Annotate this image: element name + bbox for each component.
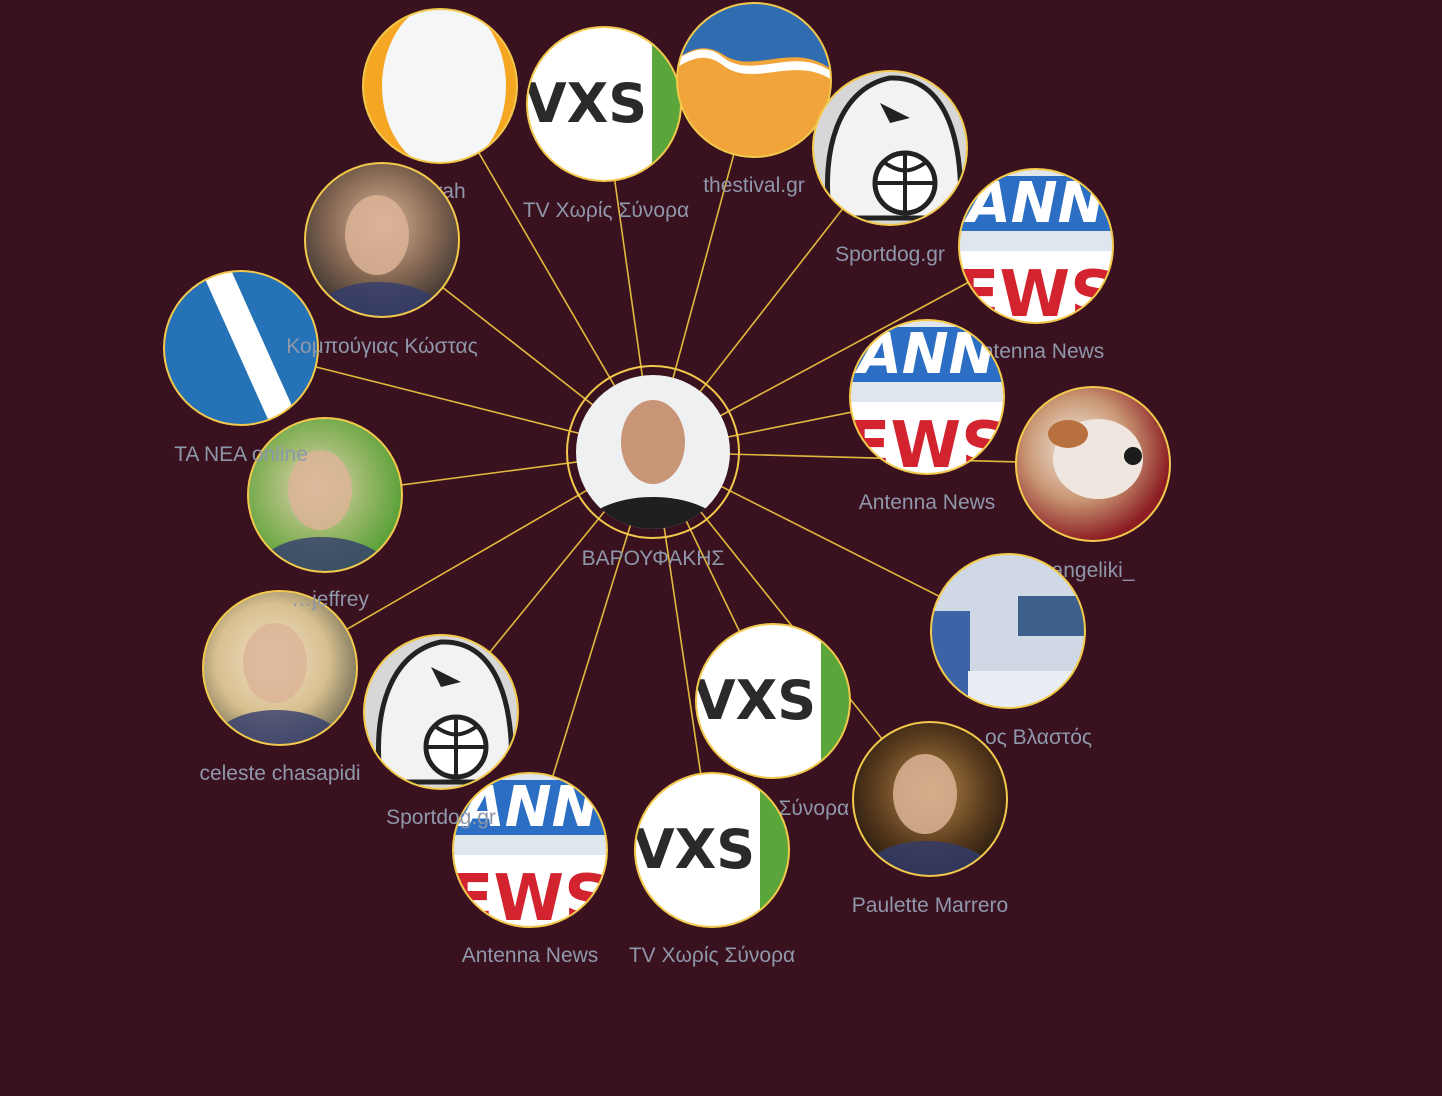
- svg-text:EWS: EWS: [450, 862, 610, 936]
- node-label: Antenna News: [462, 944, 599, 967]
- node-label: Paulette Marrero: [852, 894, 1008, 917]
- node-border: [1015, 386, 1171, 542]
- node-border: [202, 590, 358, 746]
- node-label: …ος Βλαστός: [964, 726, 1092, 749]
- node-border: [958, 168, 1114, 324]
- graph-node[interactable]: [363, 634, 519, 790]
- node-border: [852, 721, 1008, 877]
- graph-node[interactable]: VXS: [633, 772, 790, 928]
- center-node-label: ΒΑΡΟΥΦΑΚΗΣ: [582, 547, 725, 570]
- node-border: [634, 772, 790, 928]
- svg-text:VXS: VXS: [525, 72, 647, 135]
- graph-node[interactable]: [852, 721, 1008, 877]
- graph-node[interactable]: [362, 2, 518, 170]
- graph-node[interactable]: [676, 2, 832, 158]
- dog-cartoon-avatar-icon: [364, 635, 518, 789]
- svg-text:VXS: VXS: [694, 669, 816, 732]
- node-border: [812, 70, 968, 226]
- vxs-avatar-icon: VXS: [694, 624, 850, 778]
- node-border: [247, 417, 403, 573]
- graph-node[interactable]: VXS: [694, 623, 851, 779]
- node-border: [930, 553, 1086, 709]
- node-border: [695, 623, 851, 779]
- node-label: thestival.gr: [703, 174, 805, 197]
- graph-node[interactable]: ANN EWS: [956, 168, 1116, 332]
- node-label: angeliki_: [1052, 559, 1135, 582]
- graph-node[interactable]: VXS: [525, 26, 682, 182]
- svg-text:VXS: VXS: [633, 818, 755, 881]
- blue-stripe-avatar-icon: [164, 271, 318, 425]
- node-border: [163, 270, 319, 426]
- svg-text:ANN: ANN: [963, 171, 1104, 236]
- orange-white-avatar-icon: [363, 9, 517, 163]
- center-avatar-icon: [576, 375, 730, 529]
- node-label: celeste chasapidi: [199, 762, 360, 785]
- node-label: Sportdog.gr: [835, 243, 945, 266]
- dog-cartoon-avatar-icon: [813, 71, 967, 225]
- node-label: Κομπούγιας Κώστας: [286, 335, 478, 358]
- node-label: …jeffrey: [291, 588, 369, 611]
- node-border: [849, 319, 1005, 475]
- person-avatar-icon: [853, 722, 1007, 876]
- graph-node[interactable]: [304, 162, 460, 318]
- svg-text:EWS: EWS: [956, 258, 1116, 332]
- graph-node[interactable]: [1015, 386, 1171, 542]
- graph-node[interactable]: [247, 417, 403, 573]
- graph-node[interactable]: [812, 70, 968, 226]
- node-border: [452, 772, 608, 928]
- node-label: Sportdog.gr: [386, 806, 496, 829]
- node-label: TV Χωρίς Σύνορα: [629, 944, 795, 967]
- node-label: Antenna News: [968, 340, 1105, 363]
- node-label: TV Χωρίς Σύνορα: [523, 199, 689, 222]
- svg-text:EWS: EWS: [847, 409, 1007, 483]
- node-border: [363, 634, 519, 790]
- node-label: Antenna News: [859, 491, 996, 514]
- center-node-border: [566, 365, 740, 539]
- center-node[interactable]: ΒΑΡΟΥΦΑΚΗΣ: [563, 362, 743, 570]
- dog-avatar-icon: [1016, 387, 1170, 541]
- graph-node[interactable]: [202, 590, 358, 746]
- node-border: [362, 8, 518, 164]
- node-label: ΤΑ ΝΕΑ online: [174, 443, 308, 466]
- node-border: [676, 2, 832, 158]
- node-border: [304, 162, 460, 318]
- graph-node[interactable]: [163, 270, 319, 426]
- person-avatar-icon: [305, 163, 459, 317]
- orange-wave-avatar-icon: [677, 3, 831, 157]
